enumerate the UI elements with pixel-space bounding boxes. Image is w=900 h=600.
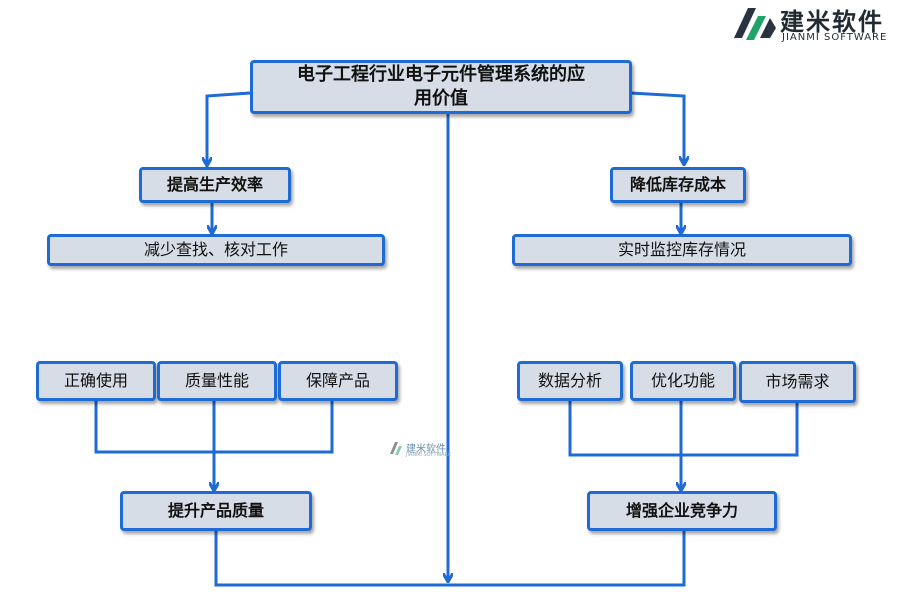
watermark-logo-icon xyxy=(390,442,402,455)
left-result-box: 提升产品质量 xyxy=(120,491,312,531)
right-item-3: 市场需求 xyxy=(739,361,856,403)
logo-mark-icon xyxy=(734,8,776,40)
logo-name: 建米软件 xyxy=(780,8,884,36)
right-result-box: 增强企业竞争力 xyxy=(587,491,777,531)
left-item-3: 保障产品 xyxy=(278,361,398,401)
left-item-1: 正确使用 xyxy=(36,361,156,401)
logo-subtitle: JIANMI SOFTWARE xyxy=(782,32,888,43)
connector-bottom xyxy=(214,529,686,587)
left-detail-box: 减少查找、核对工作 xyxy=(47,234,385,266)
right-detail-box: 实时监控库存情况 xyxy=(512,234,852,266)
title-text: 电子工程行业电子元件管理系统的应用价值 xyxy=(297,63,585,109)
connector-title-right xyxy=(629,91,684,163)
title-box: 电子工程行业电子元件管理系统的应用价值 xyxy=(250,60,632,114)
left-item-2: 质量性能 xyxy=(157,361,277,401)
left-node-box: 提高生产效率 xyxy=(139,167,291,203)
connector-right-items xyxy=(568,400,799,457)
right-node-box: 降低库存成本 xyxy=(610,167,746,203)
right-item-2: 优化功能 xyxy=(630,361,736,401)
right-item-1: 数据分析 xyxy=(517,361,623,401)
connector-title-left xyxy=(207,91,251,164)
watermark-name: 建米软件 xyxy=(406,444,446,455)
watermark-subtitle: JIANMI SOFTWARE xyxy=(406,452,452,458)
